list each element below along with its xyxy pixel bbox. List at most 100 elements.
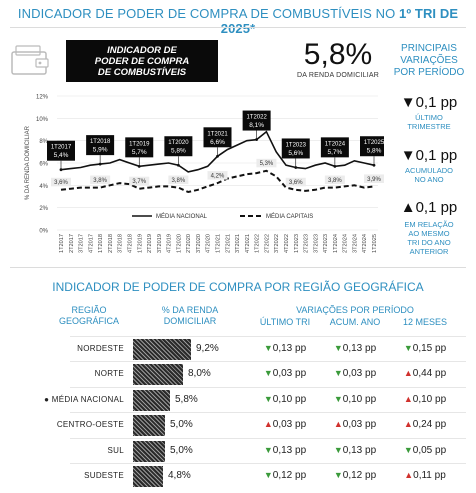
divider (10, 267, 466, 268)
x-tick-label: 1T2019 (137, 234, 143, 253)
data-point (333, 164, 337, 168)
variation-label-line: ACUMULADO (405, 166, 453, 175)
data-point (216, 154, 219, 158)
down-arrow-icon: ▼ (333, 393, 343, 404)
up-arrow-icon: ▲ (333, 419, 343, 430)
x-tick-label: 3T2019 (157, 234, 163, 253)
variation-cell: ▼0,03 pp (320, 368, 390, 379)
regional-title: INDICADOR DE PODER DE COMPRA POR REGIÃO … (52, 280, 424, 294)
variation-value: 0,03 pp (272, 368, 307, 380)
y-tick-label: 4% (39, 184, 48, 190)
capital-label-box (207, 171, 228, 180)
down-arrow-icon: ▼ (333, 368, 343, 379)
variation-cell: ▼0,05 pp (390, 445, 460, 456)
callout-box (242, 110, 271, 131)
variation-value: ▼0,1 pp (384, 94, 474, 111)
y-tick-label: 2% (39, 206, 48, 212)
x-tick-label: 1T2018 (98, 234, 104, 253)
data-point (59, 168, 63, 172)
variation-value: 0,13 pp (272, 444, 307, 456)
variations-title: PRINCIPAIS VARIAÇÕES POR PERÍODO (384, 43, 474, 79)
up-arrow-icon: ▲ (404, 470, 414, 480)
down-arrow-icon: ▼ (263, 470, 273, 480)
title-period: 1º TRI DE 2025* (220, 6, 459, 36)
col-header-line: REGIÃO (71, 305, 107, 315)
y-axis-label: % DA RENDA DOMICILIAR (25, 125, 31, 200)
callout-value: 5,8% (171, 148, 186, 155)
region-pct: 9,2% (196, 343, 219, 354)
headline-caption: DA RENDA DOMICILIAR (297, 72, 379, 79)
x-tick-label: 1T2023 (294, 234, 300, 253)
variation-number: 0,1 pp (415, 199, 458, 216)
series-line-capitals (60, 169, 375, 194)
data-point (372, 163, 376, 167)
x-tick-label: 3T2020 (196, 234, 202, 253)
region-name: NORDESTE (77, 344, 124, 353)
x-tick-label: 1T2017 (59, 234, 65, 253)
callout-value: 5,6% (288, 150, 303, 157)
variation-label-line: EM RELAÇÃO (404, 220, 454, 229)
variation-value: 0,12 pp (342, 470, 377, 481)
x-tick-label: 3T2021 (235, 234, 241, 253)
down-arrow-icon: ▼ (403, 444, 413, 455)
region-pct: 5,0% (170, 444, 193, 456)
variation-number: 0,1 pp (415, 147, 458, 164)
variation-value: 0,24 pp (412, 419, 447, 431)
region-name: ● MÉDIA NACIONAL (44, 394, 124, 404)
col-header-year-to-date: ACUM. ANO (329, 317, 381, 327)
capital-label-box (168, 175, 189, 185)
data-point (255, 138, 259, 141)
variation-value: 0,11 pp (413, 470, 446, 481)
region-bar (133, 415, 165, 437)
col-header-12-months: 12 MESES (402, 317, 448, 327)
variation-cell: ▲0,44 pp (390, 368, 460, 379)
col-header-line: DOMICILIAR (163, 316, 217, 326)
title-text: INDICADOR DE PODER DE COMPRA DE COMBUSTÍ… (17, 6, 400, 21)
callout-box (320, 137, 349, 158)
y-tick-label: 12% (36, 95, 49, 101)
x-tick-label: 1T2024 (333, 234, 339, 253)
variation-value: 0,03 pp (272, 419, 307, 431)
variation-value: 0,10 pp (412, 393, 447, 405)
callout-value: 5,7% (132, 149, 147, 156)
variation-cell: ▼0,13 pp (250, 445, 320, 456)
variation-cell: ▼0,10 pp (250, 394, 320, 405)
down-arrow-icon: ▼ (400, 94, 416, 111)
x-tick-label: 4T2019 (167, 234, 173, 253)
down-arrow-icon: ▼ (263, 368, 273, 379)
variation-value: 0,13 pp (272, 343, 307, 354)
callout-label: 1T2021 (207, 131, 228, 137)
variation-label-line: ANTERIOR (409, 247, 449, 256)
region-pct: 4,8% (168, 470, 191, 481)
variation-value: 0,15 pp (412, 343, 447, 354)
region-name: CENTRO-OESTE (56, 420, 124, 430)
x-tick-label: 4T2018 (127, 234, 133, 253)
region-name: SUL (107, 445, 124, 455)
region-bar (133, 364, 183, 386)
capital-label-box (51, 177, 71, 187)
region-bar (133, 440, 165, 462)
region-pct: 5,0% (170, 419, 193, 431)
x-tick-label: 4T2023 (323, 234, 329, 253)
x-tick-label: 4T2022 (284, 234, 290, 253)
variation-label-line: TRIMESTRE (407, 122, 451, 131)
legend-label: MÉDIA NACIONAL (156, 213, 208, 220)
variation-cell: ▼0,03 pp (250, 368, 320, 379)
variation-cell: ▼0,13 pp (320, 343, 390, 354)
variation-number: 0,1 pp (415, 94, 458, 111)
data-point (294, 166, 298, 169)
callout-label: 1T2024 (325, 141, 346, 147)
data-point (98, 162, 102, 166)
variation-cell: ▼0,12 pp (250, 470, 320, 481)
x-tick-label: 1T2025 (372, 234, 378, 253)
x-tick-label: 4T2024 (362, 234, 368, 253)
callout-box (86, 135, 115, 156)
down-arrow-icon: ▼ (333, 444, 343, 455)
up-arrow-icon: ▲ (403, 393, 413, 404)
callout-value: 6,6% (210, 139, 225, 146)
down-arrow-icon: ▼ (400, 147, 416, 164)
